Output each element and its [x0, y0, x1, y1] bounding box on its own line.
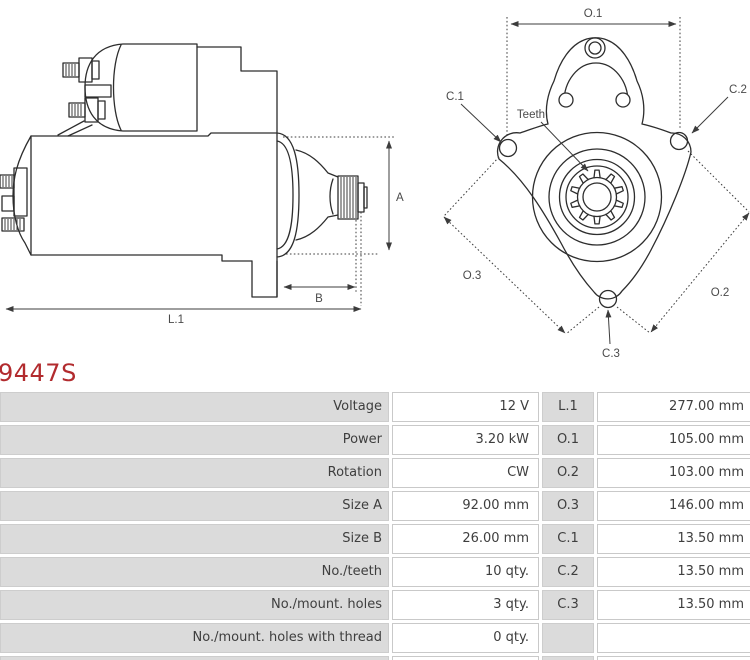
spec-dim-cell: O.3 [542, 491, 594, 521]
body-end-cap [12, 135, 32, 256]
solenoid [57, 43, 198, 137]
spec-label-cell: Voltage [0, 392, 389, 422]
spec-label-cell: No./mount. holes with thread [0, 623, 389, 653]
spec-dim-cell: C.2 [542, 557, 594, 587]
dim-o3-label: O.3 [463, 270, 482, 282]
dim-l1-label: L.1 [168, 314, 184, 326]
spec-row [0, 656, 750, 660]
spec-dim-value-cell: 13.50 mm [597, 524, 750, 554]
body-terminal-studs [0, 167, 28, 232]
drive-bracket [196, 46, 278, 298]
callout-teeth-label: Teeth [517, 109, 545, 121]
dome-top-boss [584, 37, 606, 59]
spec-value-cell: CW [392, 458, 539, 488]
mount-hole-c2 [669, 131, 689, 151]
mount-hole-c1 [498, 138, 518, 158]
spec-dim-cell [542, 623, 594, 653]
spec-dim-cell: C.3 [542, 590, 594, 620]
spec-value-cell: 26.00 mm [392, 524, 539, 554]
spec-label-cell: No./mount. holes [0, 590, 389, 620]
spec-dim-cell: C.1 [542, 524, 594, 554]
spec-dim-value-cell [597, 623, 750, 653]
dim-a-label: A [396, 192, 404, 204]
callout-c1-label: C.1 [446, 91, 464, 103]
callout-c3-label: C.3 [602, 348, 620, 360]
dim-o2: O.2 [616, 150, 750, 334]
spec-label-cell: Power [0, 425, 389, 455]
gear-teeth [570, 169, 624, 225]
spec-dim-cell: L.1 [542, 392, 594, 422]
callout-c2: C.2 [691, 84, 747, 134]
spec-dim-value-cell: 13.50 mm [597, 590, 750, 620]
spec-label-cell: Size A [0, 491, 389, 521]
dim-a: A [283, 136, 404, 255]
spec-value-cell: 12 V [392, 392, 539, 422]
dim-b-label: B [315, 293, 323, 305]
drive-end-flange [276, 132, 300, 258]
dim-o1-label: O.1 [584, 8, 603, 20]
spec-dim-cell: O.2 [542, 458, 594, 488]
spec-value-cell: 92.00 mm [392, 491, 539, 521]
spec-value-cell: 0 qty. [392, 623, 539, 653]
center-boss [531, 131, 663, 263]
dome-inner-arc [563, 62, 629, 103]
spec-dim-value-cell [597, 656, 750, 660]
mounting-foot [251, 260, 278, 298]
technical-drawing: A B L.1 [0, 8, 750, 360]
spec-value-cell: 10 qty. [392, 557, 539, 587]
part-number: 9447S [0, 359, 77, 387]
spec-dim-value-cell: 277.00 mm [597, 392, 750, 422]
callout-c2-label: C.2 [729, 84, 747, 96]
dim-o2-label: O.2 [711, 287, 730, 299]
spec-dim-value-cell: 103.00 mm [597, 458, 750, 488]
spec-dim-value-cell: 105.00 mm [597, 425, 750, 455]
spec-value-cell: 3 qty. [392, 590, 539, 620]
pinion-gear [337, 175, 368, 220]
callout-c3: C.3 [602, 309, 620, 360]
spec-dim-value-cell: 13.50 mm [597, 557, 750, 587]
dome-left-hole [558, 92, 574, 108]
bell-housing [295, 149, 339, 178]
dim-o3: O.3 [443, 156, 600, 335]
callout-teeth: Teeth [517, 109, 589, 172]
callout-c1: C.1 [446, 91, 502, 143]
dome-right-hole [615, 92, 631, 108]
mounting-flange-outline [496, 37, 692, 300]
spec-value-cell: 3.20 kW [392, 425, 539, 455]
spec-label-cell [0, 656, 389, 660]
dim-b: B [283, 212, 362, 306]
spec-dim-cell [542, 656, 594, 660]
spec-label-cell: Rotation [0, 458, 389, 488]
starter-front-view: O.1 C.1 C.2 Teeth C.3 [443, 8, 750, 360]
dim-l1: L.1 [5, 306, 362, 326]
spec-label-cell: No./teeth [0, 557, 389, 587]
spec-value-cell [392, 656, 539, 660]
spec-dim-value-cell: 146.00 mm [597, 491, 750, 521]
starter-side-view: A B L.1 [0, 43, 404, 326]
mount-hole-c3 [598, 289, 618, 309]
spec-dim-cell: O.1 [542, 425, 594, 455]
spec-label-cell: Size B [0, 524, 389, 554]
dim-o1: O.1 [506, 8, 681, 136]
